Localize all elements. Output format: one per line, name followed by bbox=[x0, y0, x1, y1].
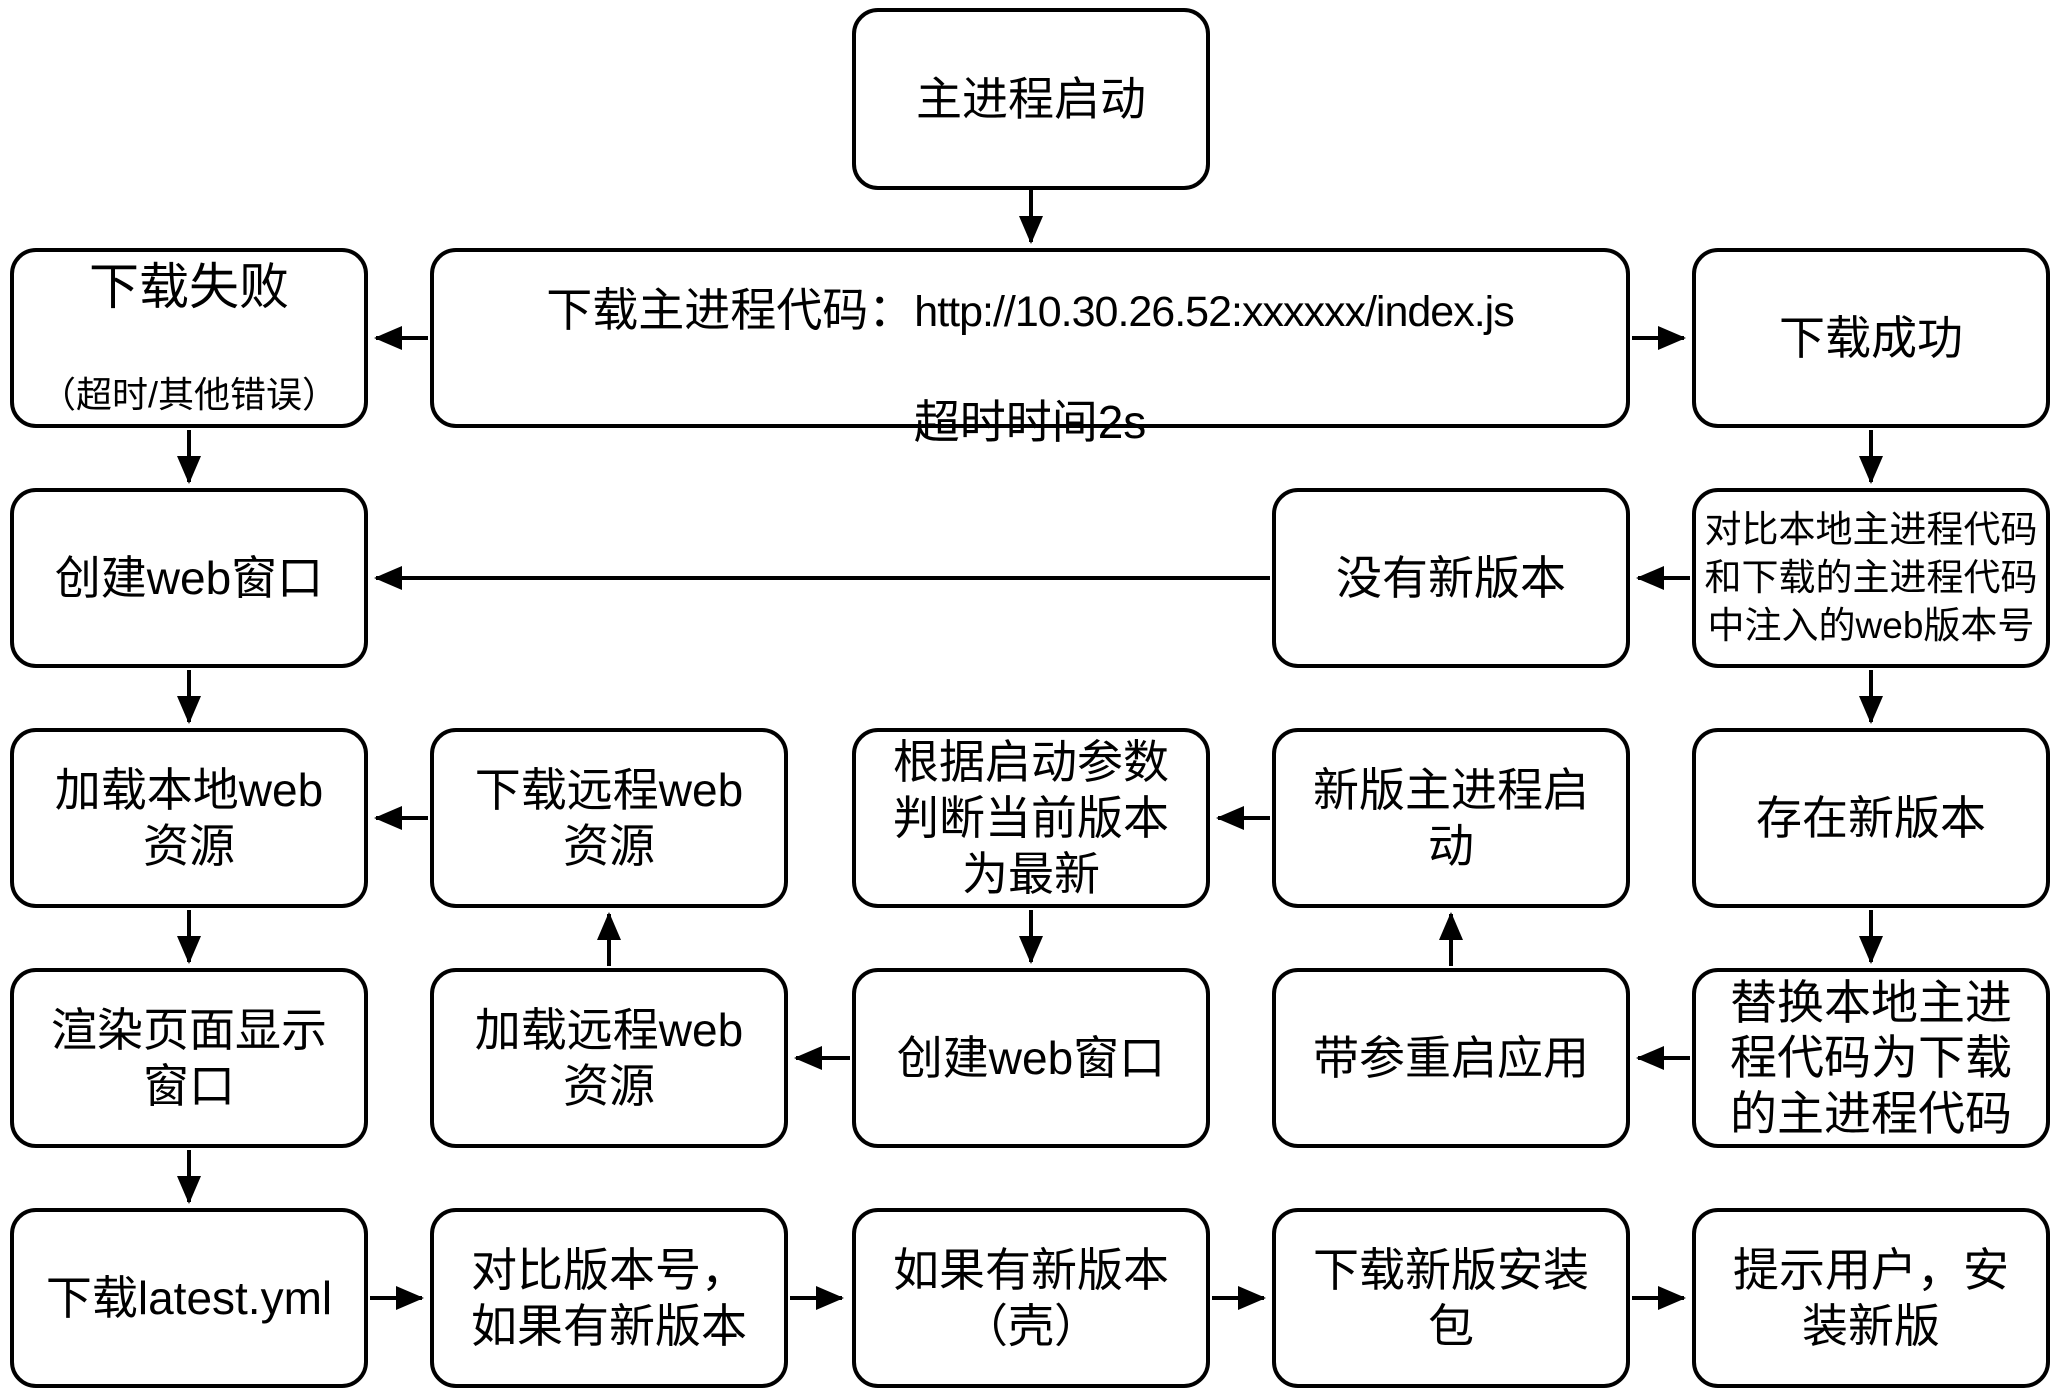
download-main-code-url: http://10.30.26.52:xxxxxx/index.js bbox=[914, 287, 1514, 336]
node-load-remote-web: 加载远程web 资源 bbox=[430, 968, 788, 1148]
node-create-web-window-1: 创建web窗口 bbox=[10, 488, 368, 668]
node-replace-local-main-code: 替换本地主进 程代码为下载 的主进程代码 bbox=[1692, 968, 2050, 1148]
node-download-latest-yml: 下载latest.yml bbox=[10, 1208, 368, 1388]
download-main-code-prefix: 下载主进程代码： bbox=[546, 283, 915, 336]
node-has-new-version: 存在新版本 bbox=[1692, 728, 2050, 908]
node-new-main-process-start: 新版主进程启 动 bbox=[1272, 728, 1630, 908]
node-main-process-start: 主进程启动 bbox=[852, 8, 1210, 190]
node-restart-with-params: 带参重启应用 bbox=[1272, 968, 1630, 1148]
download-failed-label: 下载失败 bbox=[89, 258, 289, 315]
node-download-new-installer: 下载新版安装 包 bbox=[1272, 1208, 1630, 1388]
download-failed-sublabel: （超时/其他错误） bbox=[39, 374, 338, 416]
download-main-code-timeout: 超时时间2s bbox=[913, 396, 1147, 449]
node-compare-main-code: 对比本地主进程代码 和下载的主进程代码 中注入的web版本号 bbox=[1692, 488, 2050, 668]
node-create-web-window-2: 创建web窗口 bbox=[852, 968, 1210, 1148]
download-main-code-text: 下载主进程代码：http://10.30.26.52:xxxxxx/index.… bbox=[442, 170, 1618, 507]
download-main-code-line1: 下载主进程代码：http://10.30.26.52:xxxxxx/index.… bbox=[442, 226, 1618, 339]
node-no-new-version: 没有新版本 bbox=[1272, 488, 1630, 668]
node-judge-current-latest: 根据启动参数 判断当前版本 为最新 bbox=[852, 728, 1210, 908]
node-prompt-user-install: 提示用户，安 装新版 bbox=[1692, 1208, 2050, 1388]
node-if-new-version-shell: 如果有新版本 （壳） bbox=[852, 1208, 1210, 1388]
download-failed-text: 下载失败 （超时/其他错误） bbox=[22, 203, 356, 474]
node-render-page-window: 渲染页面显示 窗口 bbox=[10, 968, 368, 1148]
node-compare-version-number: 对比版本号， 如果有新版本 bbox=[430, 1208, 788, 1388]
node-download-failed: 下载失败 （超时/其他错误） bbox=[10, 248, 368, 428]
node-download-success: 下载成功 bbox=[1692, 248, 2050, 428]
node-download-remote-web: 下载远程web 资源 bbox=[430, 728, 788, 908]
node-download-main-code: 下载主进程代码：http://10.30.26.52:xxxxxx/index.… bbox=[430, 248, 1630, 448]
node-load-local-web: 加载本地web 资源 bbox=[10, 728, 368, 908]
